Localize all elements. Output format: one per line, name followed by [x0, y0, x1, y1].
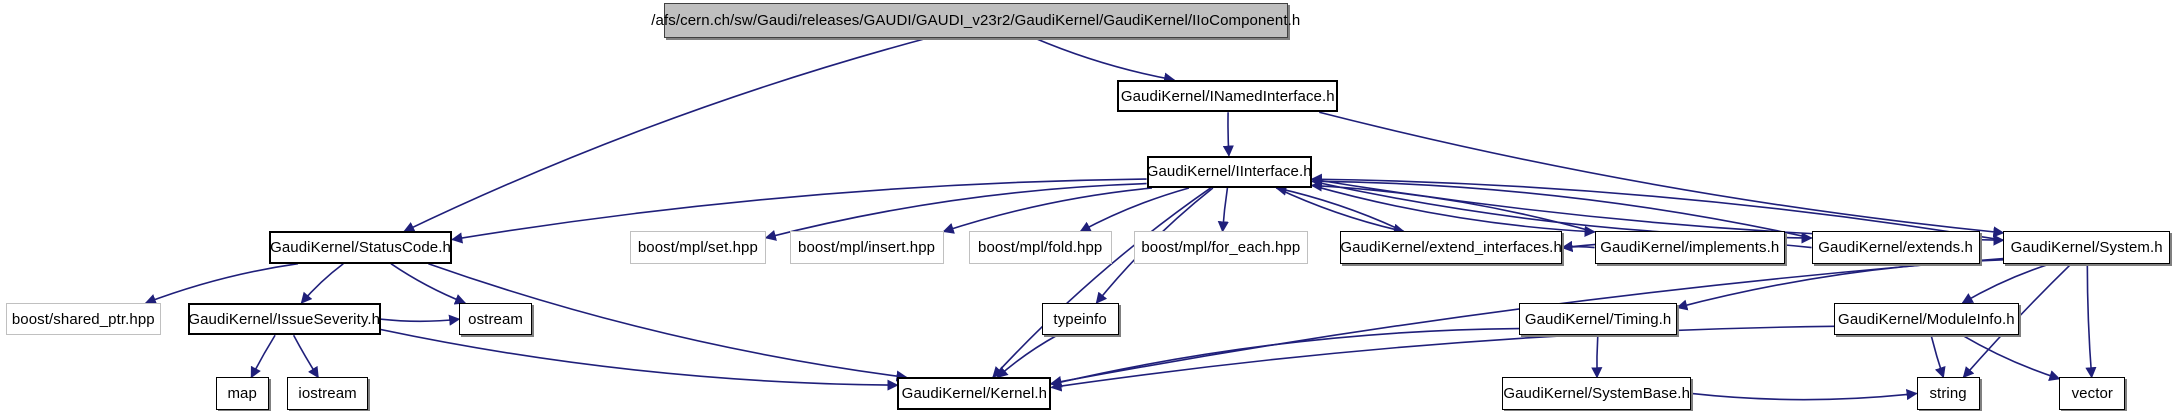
edge-statuscode-to-shared_ptr [144, 262, 299, 305]
edge-iinterface-to-extend_interfaces [1276, 187, 1405, 235]
edge-inamedinterface-to-iinterface [1222, 112, 1234, 157]
edge-iinterface-to-mpl_insert [942, 187, 1153, 234]
node-systembase[interactable]: GaudiKernel/SystemBase.h [1502, 377, 1692, 410]
edge-system-to-vector [2085, 263, 2097, 379]
edge-iinterface-to-extends [1311, 180, 1813, 244]
node-label-moduleinfo: GaudiKernel/ModuleInfo.h [1838, 310, 2015, 328]
edge-statuscode-to-ostream [390, 263, 467, 305]
edge-statuscode-to-issueseverity [300, 263, 344, 304]
node-label-mpl_for_each: boost/mpl/for_each.hpp [1141, 239, 1301, 257]
edge-iinterface-to-mpl_set [764, 182, 1147, 241]
node-label-iostream: iostream [298, 384, 357, 402]
node-issueseverity[interactable]: GaudiKernel/IssueSeverity.h [187, 302, 381, 336]
node-label-map: map [227, 384, 257, 402]
node-map[interactable]: map [215, 377, 269, 410]
edge-iinterface-to-mpl_fold [1079, 187, 1190, 233]
node-mpl_insert[interactable]: boost/mpl/insert.hpp [789, 231, 944, 264]
edge-iinterface-to-implements [1311, 184, 1596, 237]
node-mpl_set[interactable]: boost/mpl/set.hpp [630, 231, 766, 264]
edge-issueseverity-to-map [250, 334, 276, 379]
edge-extend_interfaces-to-iinterface [1275, 184, 1405, 233]
edge-issueseverity-to-kernel [380, 328, 899, 391]
node-typeinfo[interactable]: typeinfo [1041, 302, 1119, 336]
node-label-iinterface: GaudiKernel/IInterface.h [1146, 163, 1312, 181]
node-iiocomponent[interactable]: /afs/cern.ch/sw/Gaudi/releases/GAUDI/GAU… [651, 2, 1300, 38]
node-iinterface[interactable]: GaudiKernel/IInterface.h [1146, 155, 1312, 188]
node-moduleinfo[interactable]: GaudiKernel/ModuleInfo.h [1834, 302, 2019, 336]
node-system[interactable]: GaudiKernel/System.h [2003, 231, 2170, 264]
edge-iinterface-to-mpl_for_each [1217, 187, 1229, 233]
node-label-inamedinterface: GaudiKernel/INamedInterface.h [1120, 87, 1335, 105]
node-label-vector: vector [2071, 384, 2114, 402]
node-kernel[interactable]: GaudiKernel/Kernel.h [897, 377, 1052, 410]
edge-timing-to-kernel [1050, 327, 1520, 388]
node-label-timing: GaudiKernel/Timing.h [1524, 310, 1672, 328]
edge-system-to-moduleinfo [1961, 262, 2051, 304]
node-vector[interactable]: vector [2059, 377, 2126, 410]
node-label-kernel: GaudiKernel/Kernel.h [901, 384, 1048, 402]
edge-iiocomponent-to-inamedinterface [1033, 37, 1176, 84]
node-label-issueseverity: GaudiKernel/IssueSeverity.h [188, 310, 381, 328]
edge-moduleinfo-to-kernel [1050, 325, 1835, 392]
edge-issueseverity-to-iostream [292, 334, 319, 379]
node-label-mpl_set: boost/mpl/set.hpp [637, 239, 758, 257]
edge-moduleinfo-to-string [1930, 335, 1946, 379]
node-mpl_fold[interactable]: boost/mpl/fold.hpp [968, 231, 1112, 264]
node-label-iiocomponent: /afs/cern.ch/sw/Gaudi/releases/GAUDI/GAU… [651, 11, 1301, 29]
node-label-systembase: GaudiKernel/SystemBase.h [1503, 384, 1691, 402]
node-iostream[interactable]: iostream [287, 377, 369, 410]
node-shared_ptr[interactable]: boost/shared_ptr.hpp [5, 302, 161, 336]
edge-systembase-to-string [1691, 389, 1918, 401]
edge-implements-to-extend_interfaces [1561, 240, 1595, 253]
node-timing[interactable]: GaudiKernel/Timing.h [1519, 302, 1678, 336]
node-label-typeinfo: typeinfo [1053, 310, 1107, 328]
node-mpl_for_each[interactable]: boost/mpl/for_each.hpp [1134, 231, 1308, 264]
edge-issueseverity-to-ostream [380, 314, 461, 326]
node-label-extend_interfaces: GaudiKernel/extend_interfaces.h [1340, 239, 1562, 257]
node-label-shared_ptr: boost/shared_ptr.hpp [11, 310, 155, 328]
node-inamedinterface[interactable]: GaudiKernel/INamedInterface.h [1117, 79, 1339, 113]
edge-extends-to-iinterface [1310, 175, 1812, 239]
node-string[interactable]: string [1916, 377, 1980, 410]
edge-implements-to-iinterface [1310, 180, 1595, 233]
node-label-extends: GaudiKernel/extends.h [1818, 239, 1973, 257]
edge-iiocomponent-to-statuscode [403, 37, 929, 233]
node-label-implements: GaudiKernel/implements.h [1600, 239, 1780, 257]
edge-moduleinfo-to-vector [1961, 334, 2061, 381]
edge-timing-to-systembase [1591, 335, 1603, 379]
edge-typeinfo-to-kernel [996, 334, 1058, 379]
edge-system-to-timing [1676, 258, 2004, 311]
node-extend_interfaces[interactable]: GaudiKernel/extend_interfaces.h [1339, 231, 1563, 264]
node-label-mpl_insert: boost/mpl/insert.hpp [798, 239, 936, 257]
node-ostream[interactable]: ostream [459, 302, 532, 336]
node-label-mpl_fold: boost/mpl/fold.hpp [978, 239, 1103, 257]
node-extends[interactable]: GaudiKernel/extends.h [1811, 231, 1980, 264]
node-label-statuscode: GaudiKernel/StatusCode.h [270, 239, 451, 257]
edge-inamedinterface-to-system [1319, 111, 2005, 238]
edge-iinterface-to-kernel [992, 187, 1212, 379]
node-statuscode[interactable]: GaudiKernel/StatusCode.h [268, 231, 453, 264]
node-implements[interactable]: GaudiKernel/implements.h [1594, 231, 1785, 264]
node-label-system: GaudiKernel/System.h [2010, 239, 2163, 257]
node-label-string: string [1929, 384, 1967, 402]
node-label-ostream: ostream [468, 310, 524, 328]
